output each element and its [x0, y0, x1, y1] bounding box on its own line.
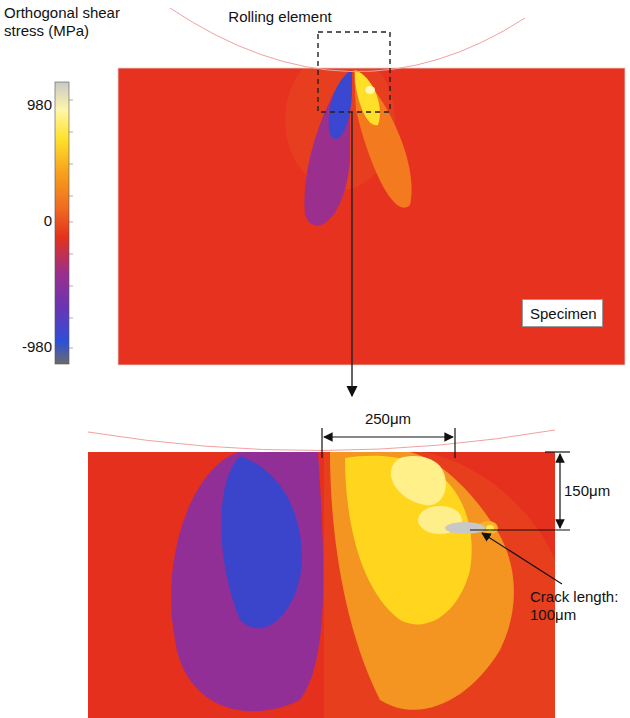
- label-box: Specimen: [522, 299, 603, 327]
- color-bar-ticks: [69, 100, 73, 348]
- scale-value: -980: [4, 338, 52, 356]
- crack: [445, 522, 485, 534]
- dimension: 150μm: [564, 482, 626, 500]
- color-bar: [55, 82, 69, 364]
- zoom-contour: [88, 452, 555, 718]
- scale-value: 0: [12, 212, 52, 230]
- axis-title: Orthogonal shear stress (MPa): [4, 4, 129, 40]
- zoom-frame: [318, 32, 390, 112]
- specimen-contour: [118, 68, 625, 365]
- dimension: 250μm: [348, 410, 428, 428]
- callout-label: Crack length: 100μm: [530, 588, 626, 624]
- rolling-element-outline: [170, 8, 525, 72]
- scale-value: 980: [12, 96, 52, 114]
- part-name: Specimen: [530, 305, 595, 323]
- dimension-lines: [322, 428, 570, 584]
- part-name: Rolling element: [220, 8, 340, 26]
- zoom-arrow: [351, 112, 352, 396]
